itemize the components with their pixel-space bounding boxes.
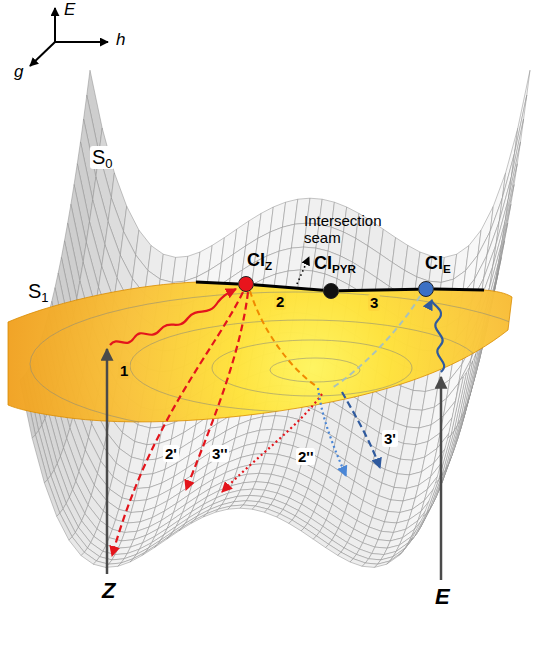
path-number: 3 xyxy=(368,294,380,311)
axis-label: h xyxy=(114,30,127,50)
mesh-cell xyxy=(191,514,206,524)
s1-contours xyxy=(30,292,553,436)
mesh-cell xyxy=(448,377,463,438)
excitation-arrow xyxy=(440,377,443,580)
decay-path xyxy=(222,394,322,492)
decay-path xyxy=(250,291,316,386)
s1-trajectory xyxy=(432,300,444,372)
seam-note: Intersection seam xyxy=(302,212,398,247)
decay-path xyxy=(318,388,346,476)
mesh-cell xyxy=(69,537,84,556)
seam-line xyxy=(339,289,418,291)
intersection-point: CIZ xyxy=(238,276,254,292)
axis-arrow xyxy=(54,8,56,42)
mesh-cell xyxy=(118,559,133,567)
contour-line xyxy=(130,320,480,412)
seam-line xyxy=(434,289,484,290)
mesh-cell xyxy=(130,552,145,562)
mesh-cell xyxy=(411,513,426,540)
mesh-cell xyxy=(289,520,304,531)
text-subscript: Z xyxy=(265,259,272,272)
mesh-cell xyxy=(57,513,72,540)
path-number: 2 xyxy=(274,293,286,310)
axis-label: g xyxy=(12,62,25,82)
mesh-cell xyxy=(44,480,59,517)
mesh-cell xyxy=(399,537,414,556)
mesh-cell xyxy=(145,540,160,552)
mesh-cell xyxy=(32,435,47,483)
axis-arrow xyxy=(30,42,55,66)
mesh-cell xyxy=(277,514,292,524)
text-base: S xyxy=(92,146,105,168)
mesh-cell xyxy=(301,528,316,540)
mesh-cell xyxy=(511,95,526,177)
intersection-label: CIE xyxy=(425,253,451,274)
s1-trajectory xyxy=(110,289,236,345)
seam-line xyxy=(196,282,238,284)
seam-line xyxy=(254,285,323,291)
mesh-cell xyxy=(374,561,389,567)
mesh-cell xyxy=(81,552,96,564)
mesh-cell xyxy=(182,516,197,528)
mesh-cell xyxy=(313,536,328,548)
decay-path xyxy=(112,292,243,556)
text-base: CI xyxy=(247,250,265,270)
mesh-cell xyxy=(154,536,169,548)
mesh-cell xyxy=(170,523,186,536)
isomer-label: Z xyxy=(100,578,117,603)
path-number: 3' xyxy=(382,430,398,447)
intersection-point: CIE xyxy=(418,281,434,297)
mesh-cell xyxy=(515,70,530,153)
axis-label: E xyxy=(62,0,77,20)
state-label: S1 xyxy=(26,280,51,303)
text-subscript: 0 xyxy=(105,156,112,171)
excitation-arrow xyxy=(106,349,109,574)
text-subscript: E xyxy=(443,262,451,275)
intersection-label: CIZ xyxy=(247,250,272,271)
text-subscript: PYR xyxy=(332,262,356,275)
path-number: 2' xyxy=(163,445,179,462)
mesh-cell xyxy=(203,509,218,517)
mesh-cell xyxy=(326,544,341,555)
contour-line xyxy=(30,292,553,436)
path-number: 3'' xyxy=(210,445,229,462)
state-label: S0 xyxy=(90,146,115,169)
decay-path xyxy=(186,292,248,490)
path-number: 1 xyxy=(118,362,130,379)
mesh-cell xyxy=(436,435,451,483)
mesh-cell xyxy=(338,552,353,562)
mesh-cell xyxy=(142,544,157,555)
mesh-cell xyxy=(264,509,279,517)
text-base: CI xyxy=(314,253,332,273)
axis-arrow xyxy=(55,41,108,43)
mesh-cell xyxy=(451,373,466,435)
text-subscript: 1 xyxy=(41,290,48,305)
mesh-cell xyxy=(167,528,182,540)
mesh-cell xyxy=(393,543,408,557)
text-base: S xyxy=(28,280,41,302)
mesh-cell xyxy=(133,548,148,559)
intersection-point: CIPYR xyxy=(323,283,339,299)
decay-path xyxy=(342,392,380,468)
contour-line xyxy=(212,340,412,396)
leader-arrow xyxy=(297,257,309,284)
mesh-cell xyxy=(179,520,194,531)
text-base: CI xyxy=(425,253,443,273)
path-number: 2'' xyxy=(296,448,315,465)
mesh-cell xyxy=(508,119,523,200)
mesh-cell xyxy=(423,480,438,517)
intersection-label: CIPYR xyxy=(314,253,356,274)
isomer-label: E xyxy=(433,584,452,609)
